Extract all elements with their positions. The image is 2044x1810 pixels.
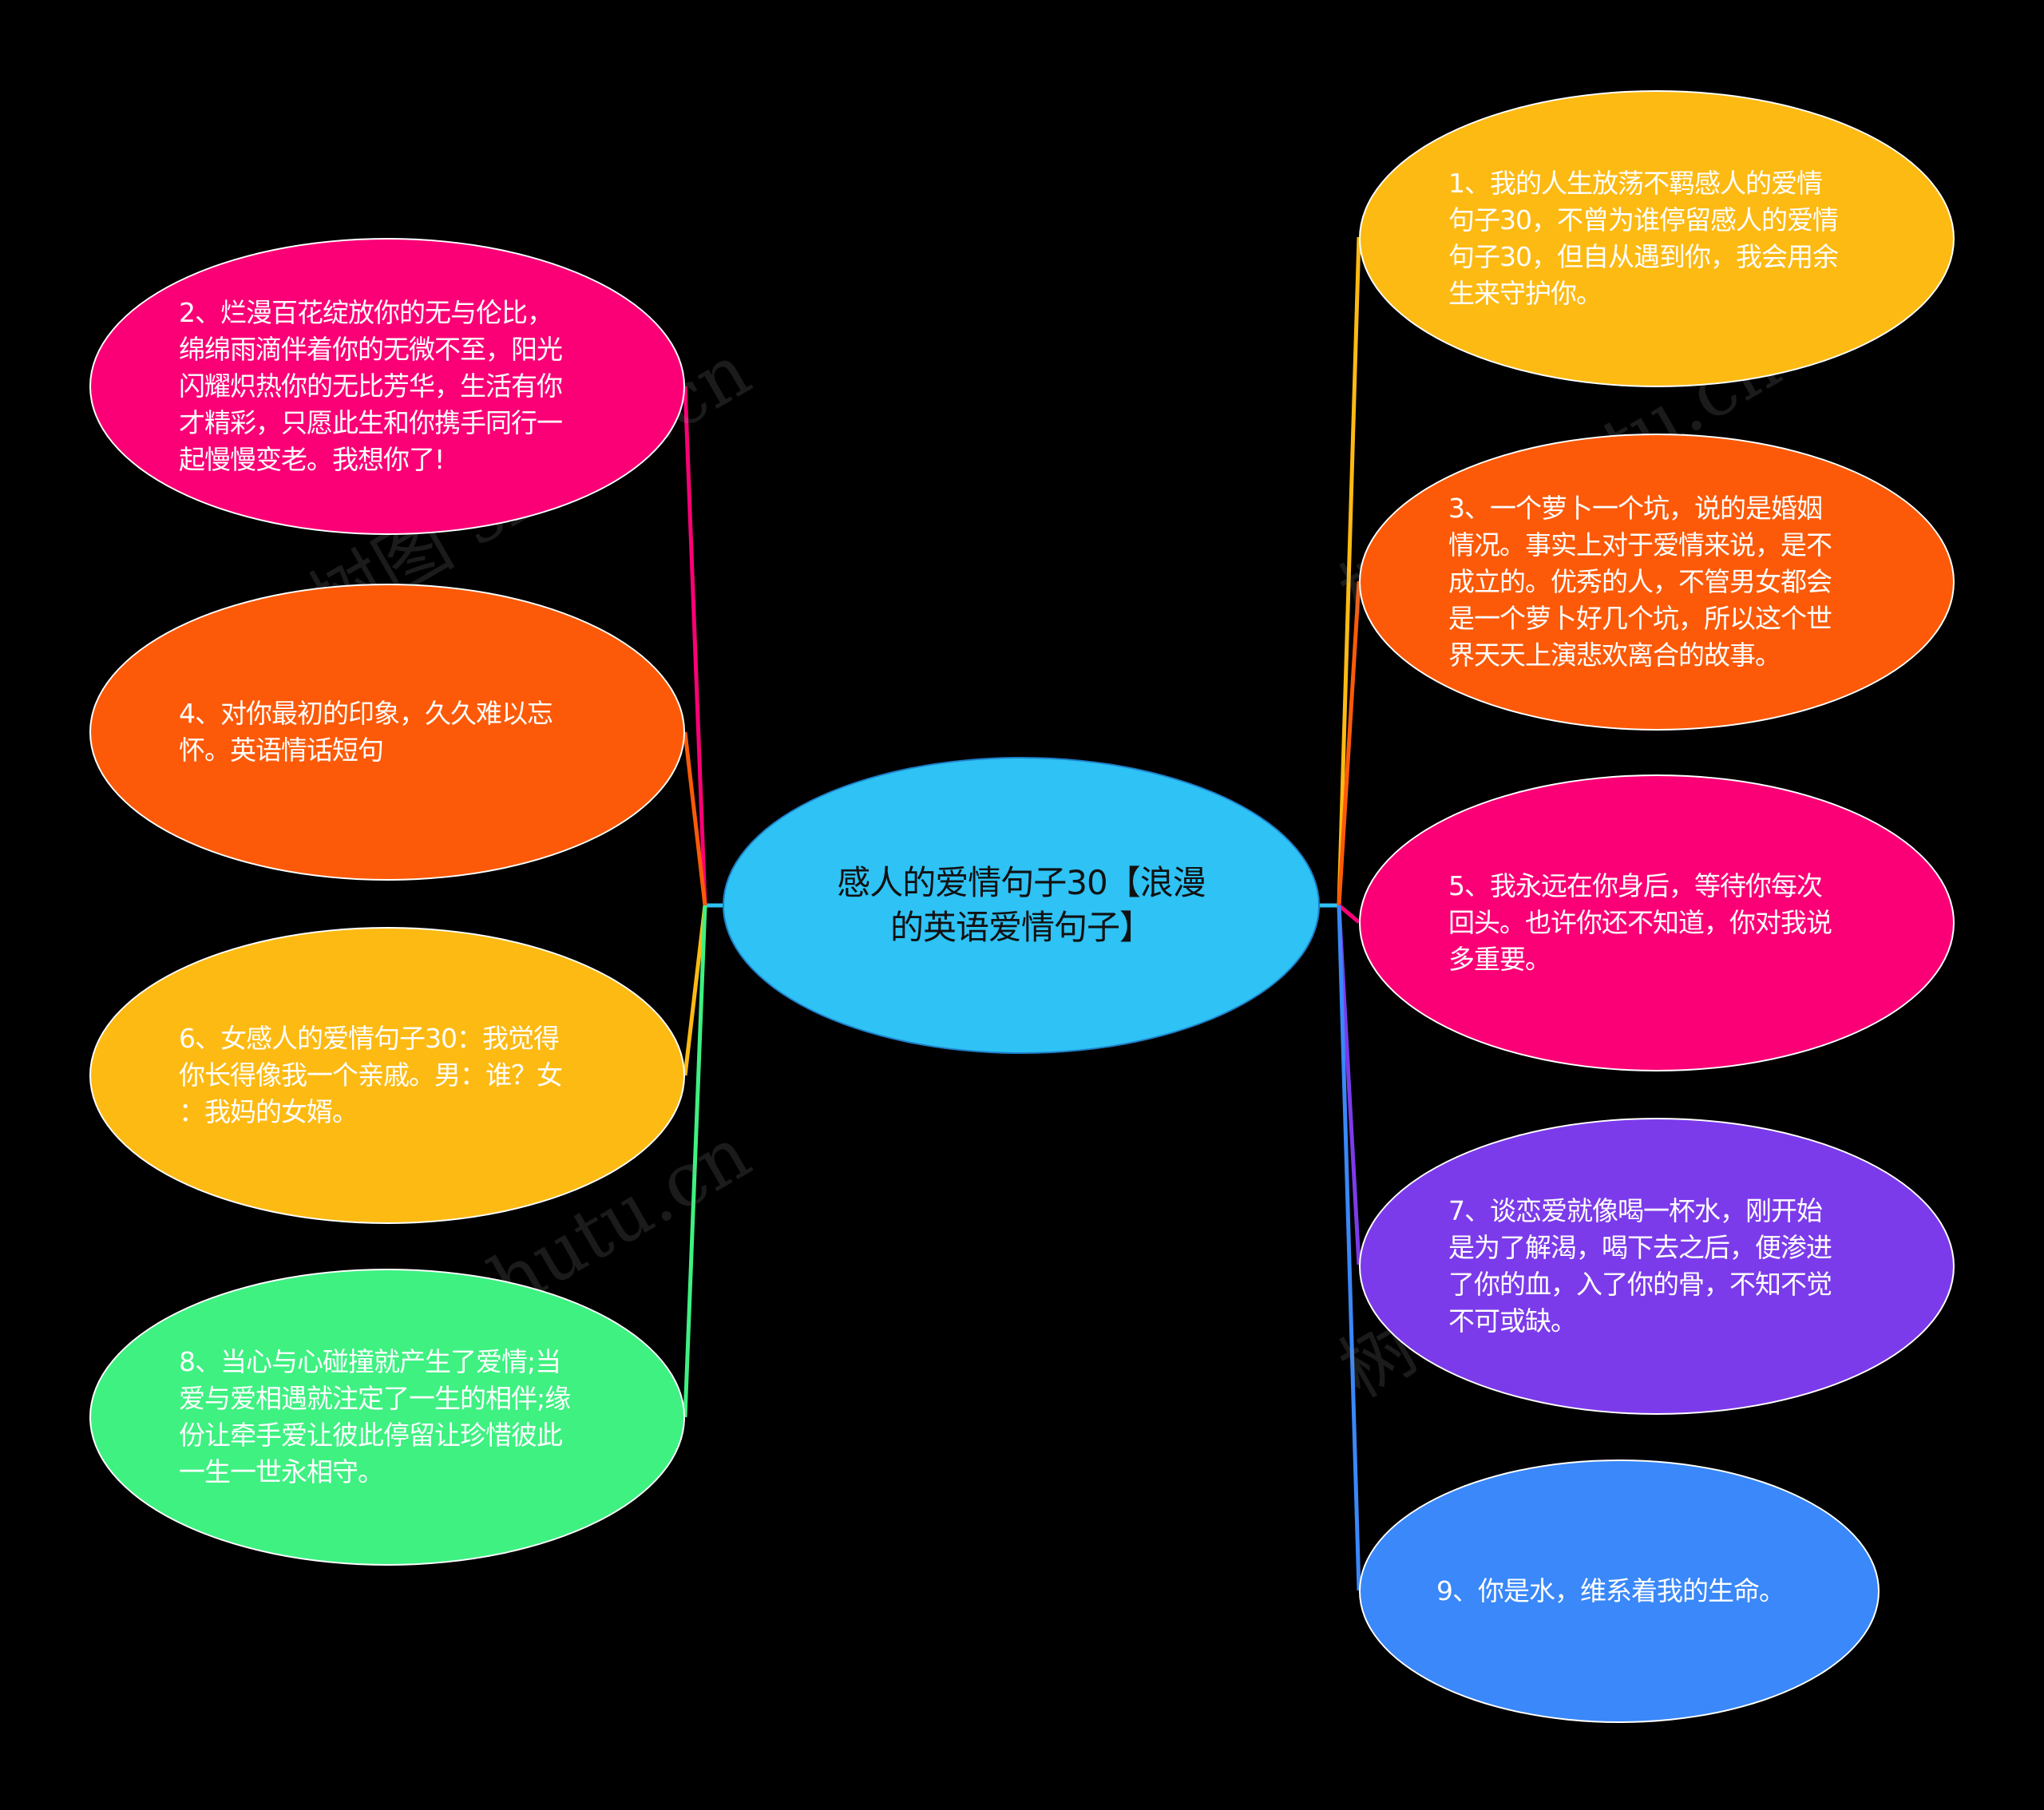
connector-6 <box>683 905 707 1076</box>
topic-node-6[interactable]: 6、女感人的爱情句子30：我觉得 你长得像我一个亲戚。男：谁？女 ：我妈的女婿。 <box>89 927 685 1224</box>
topic-node-label: 1、我的人生放荡不羁感人的爱情 句子30，不曾为谁停留感人的爱情 句子30，但自… <box>1448 168 1839 309</box>
topic-node-4[interactable]: 4、对你最初的印象，久久难以忘 怀。英语情话短句 <box>89 584 685 881</box>
central-topic-label: 感人的爱情句子30【浪漫 的英语爱情句子】 <box>837 863 1206 947</box>
connector-9 <box>1337 905 1361 1591</box>
connector-4 <box>683 731 707 906</box>
topic-node-label: 6、女感人的爱情句子30：我觉得 你长得像我一个亲戚。男：谁？女 ：我妈的女婿。 <box>179 1023 563 1127</box>
topic-node-7[interactable]: 7、谈恋爱就像喝一杯水，刚开始 是为了解渴，喝下去之后，便渗进 了你的血，入了你… <box>1359 1118 1955 1415</box>
topic-node-label: 9、你是水，维系着我的生命。 <box>1436 1575 1785 1606</box>
topic-node-9[interactable]: 9、你是水，维系着我的生命。 <box>1359 1459 1880 1723</box>
topic-node-5[interactable]: 5、我永远在你身后，等待你每次 回头。也许你还不知道，你对我说 多重要。 <box>1359 774 1955 1071</box>
connector-3 <box>1337 580 1361 906</box>
topic-node-label: 3、一个萝卜一个坑，说的是婚姻 情况。事实上对于爱情来说，是不 成立的。优秀的人… <box>1448 493 1832 671</box>
topic-node-3[interactable]: 3、一个萝卜一个坑，说的是婚姻 情况。事实上对于爱情来说，是不 成立的。优秀的人… <box>1359 434 1955 731</box>
topic-node-label: 2、烂漫百花绽放你的无与伦比， 绵绵雨滴伴着你的无微不至，阳光 闪耀炽热你的无比… <box>179 297 563 475</box>
connector-8 <box>683 905 707 1418</box>
central-topic[interactable]: 感人的爱情句子30【浪漫 的英语爱情句子】 <box>723 757 1320 1054</box>
connector-1 <box>1337 236 1361 906</box>
topic-node-2[interactable]: 2、烂漫百花绽放你的无与伦比， 绵绵雨滴伴着你的无微不至，阳光 闪耀炽热你的无比… <box>89 238 685 535</box>
topic-node-1[interactable]: 1、我的人生放荡不羁感人的爱情 句子30，不曾为谁停留感人的爱情 句子30，但自… <box>1359 90 1955 387</box>
topic-node-label: 8、当心与心碰撞就产生了爱情;当 爱与爱相遇就注定了一生的相伴;缘 份让牵手爱让… <box>179 1346 571 1487</box>
topic-node-8[interactable]: 8、当心与心碰撞就产生了爱情;当 爱与爱相遇就注定了一生的相伴;缘 份让牵手爱让… <box>89 1269 685 1566</box>
connector-5 <box>1337 904 1361 924</box>
topic-node-label: 5、我永远在你身后，等待你每次 回头。也许你还不知道，你对我说 多重要。 <box>1448 870 1832 975</box>
connector-2 <box>683 386 707 906</box>
topic-node-label: 4、对你最初的印象，久久难以忘 怀。英语情话短句 <box>179 698 553 766</box>
topic-node-label: 7、谈恋爱就像喝一杯水，刚开始 是为了解渴，喝下去之后，便渗进 了你的血，入了你… <box>1448 1195 1832 1337</box>
